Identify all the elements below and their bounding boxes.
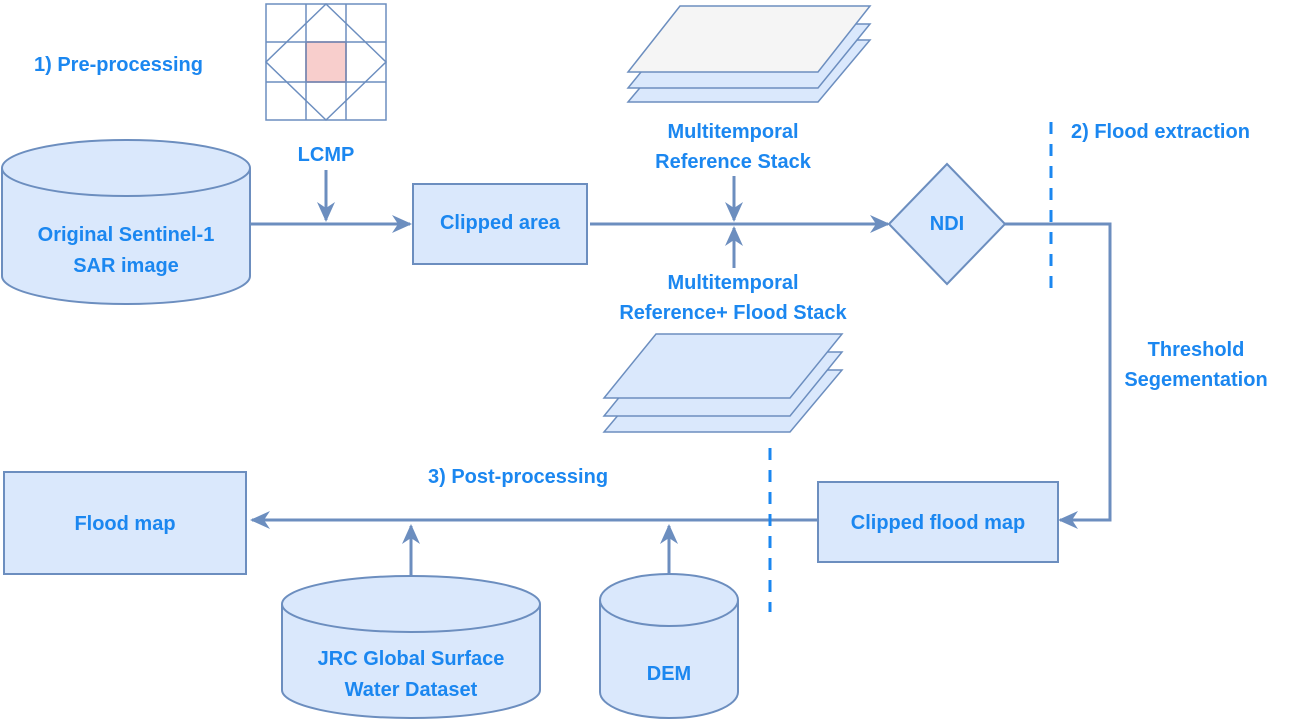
stage-post-processing: 3) Post-processing <box>428 466 608 488</box>
threshold-label-line1: Threshold <box>1148 339 1245 361</box>
sentinel-label-line1: Original Sentinel-1 <box>38 224 215 246</box>
jrc-label-line1: JRC Global Surface <box>318 648 505 670</box>
clipped-flood-map-box <box>817 481 1059 563</box>
ndi-diamond <box>887 162 1007 286</box>
stage-pre-processing: 1) Pre-processing <box>34 54 203 76</box>
ndi-label: NDI <box>930 213 964 235</box>
kernel-center-cell <box>305 41 347 83</box>
layer-stack-icon <box>626 5 872 103</box>
clipped-area-label: Clipped area <box>440 212 561 234</box>
arrow-ndi-to-threshold <box>1005 222 1112 529</box>
sentinel-database <box>1 139 251 305</box>
clipped-area-box <box>412 183 588 265</box>
ref-stack-label-line1: Multitemporal <box>667 121 798 143</box>
jrc-database <box>281 575 541 719</box>
sentinel-label-line2: SAR image <box>73 255 179 277</box>
dem-label: DEM <box>647 663 691 685</box>
clipped-flood-map-label: Clipped flood map <box>851 512 1025 534</box>
dem-database <box>599 573 739 719</box>
flood-stack-label-line2: Reference+ Flood Stack <box>619 302 847 324</box>
flood-map-label: Flood map <box>74 513 175 535</box>
ref-stack-label-line2: Reference Stack <box>655 151 812 173</box>
threshold-label-line2: Segementation <box>1124 369 1267 391</box>
layer-stack-icon <box>602 333 844 433</box>
grid-kernel-icon <box>264 2 388 122</box>
flow-arrows <box>250 170 1112 578</box>
jrc-label-line2: Water Dataset <box>345 679 478 701</box>
flood-stack-label-line1: Multitemporal <box>667 272 798 294</box>
flood-map-box <box>3 471 247 575</box>
lcmp-label: LCMP <box>298 144 355 166</box>
stage-flood-extraction: 2) Flood extraction <box>1071 121 1250 143</box>
